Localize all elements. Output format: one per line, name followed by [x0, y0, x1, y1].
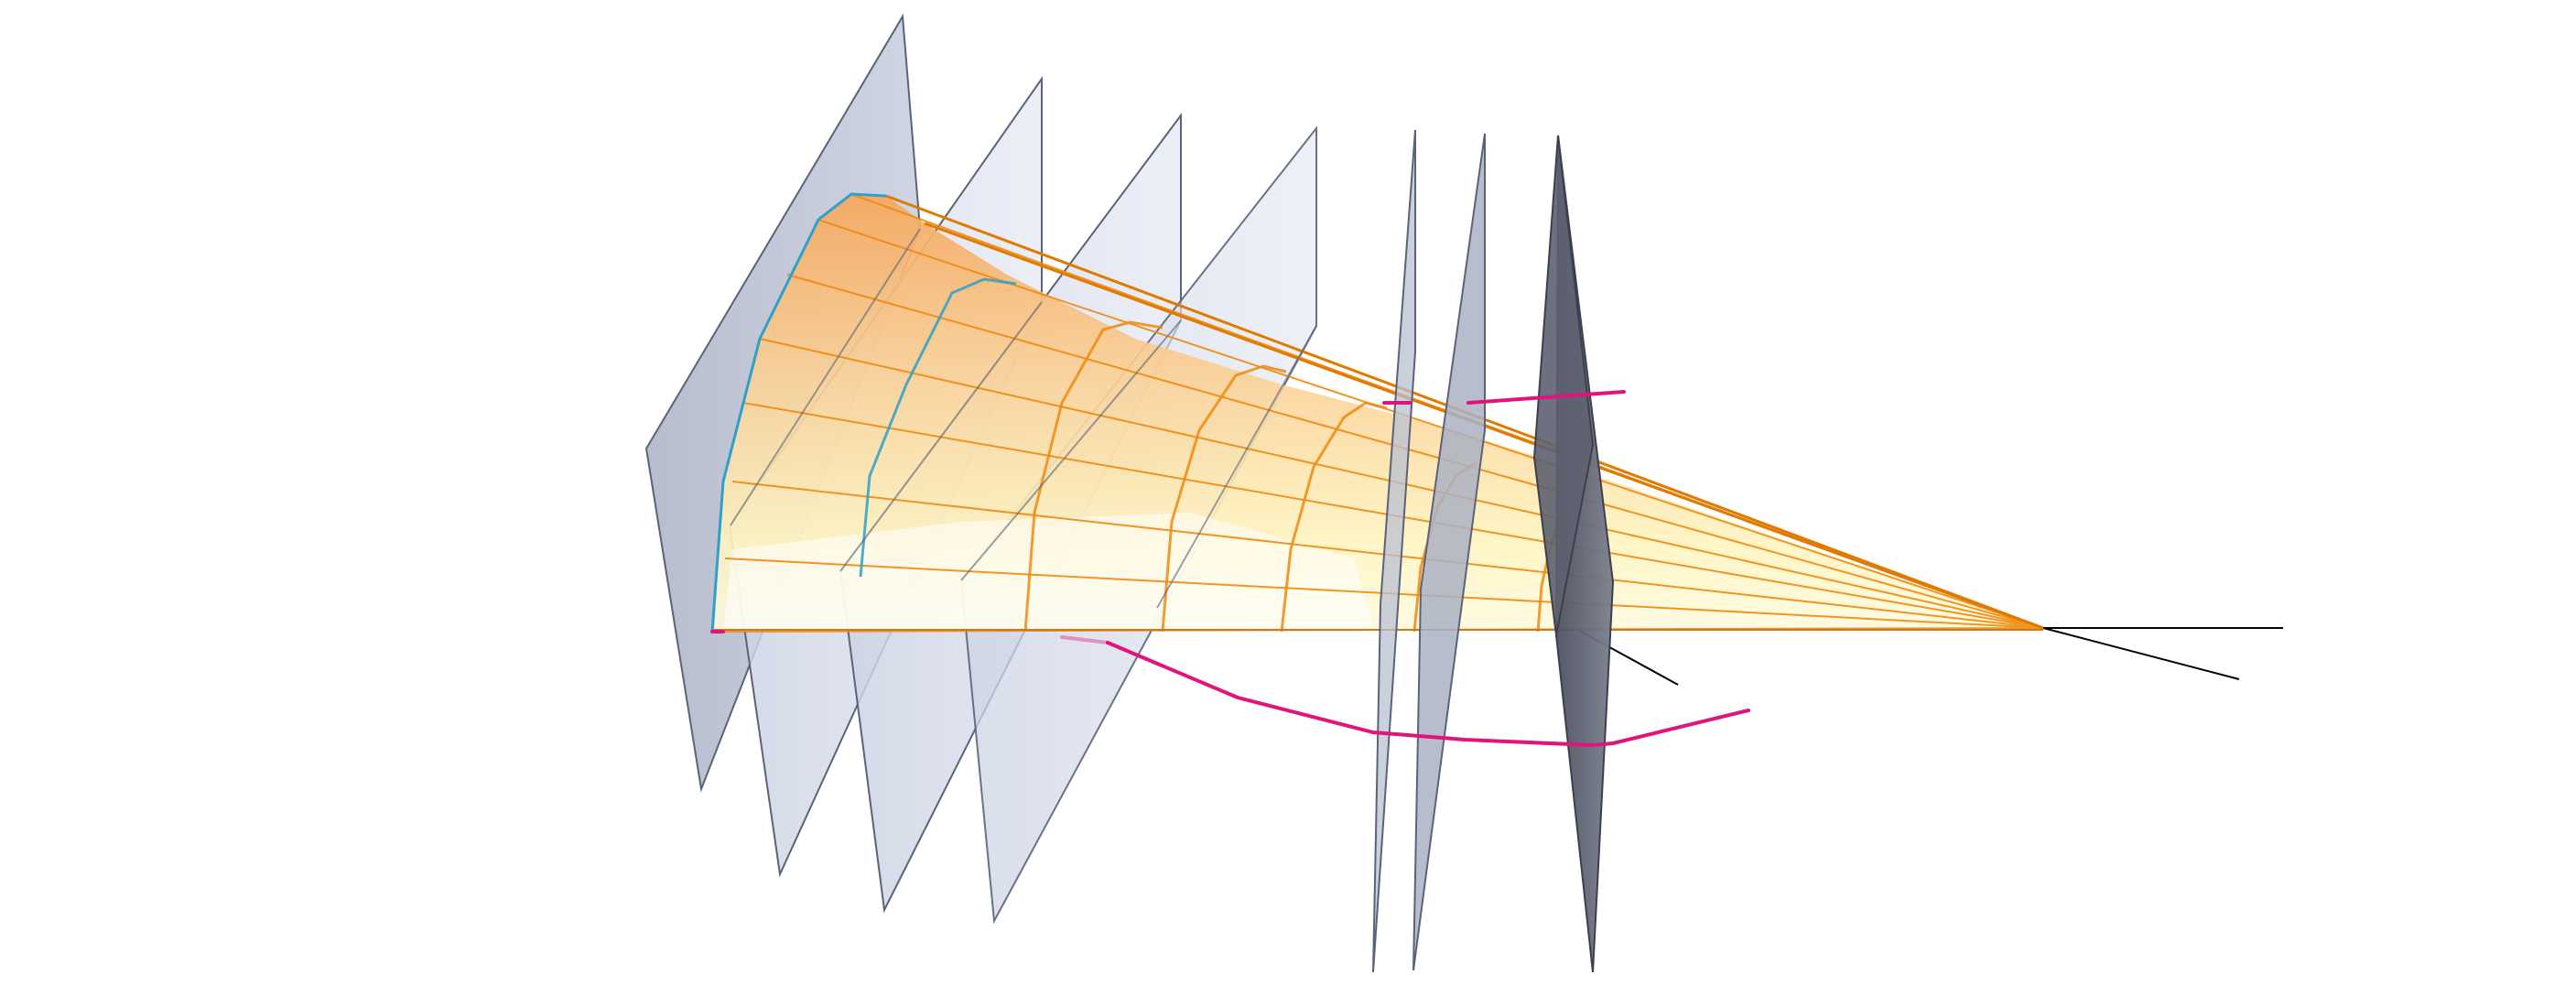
axis-lines [1574, 627, 2283, 686]
swept-cone [710, 192, 2044, 633]
guide-curves [710, 390, 1750, 748]
guide-curve-upper [1382, 390, 1626, 405]
profile-curve-1 [710, 192, 887, 633]
section-planes-front [1372, 129, 1615, 973]
guide-curve-lower-faint [1060, 635, 1109, 644]
skew-axis-line [2042, 627, 2240, 680]
section-plane-7-top [1532, 135, 1595, 636]
guide-curve-lower [1106, 641, 1750, 748]
profile-curve-2 [859, 277, 1017, 578]
section-plane-5 [1372, 129, 1416, 973]
section-plane-6 [1412, 133, 1486, 971]
cone-highlight [723, 513, 1373, 632]
plane-ghost-edges [730, 228, 1317, 609]
